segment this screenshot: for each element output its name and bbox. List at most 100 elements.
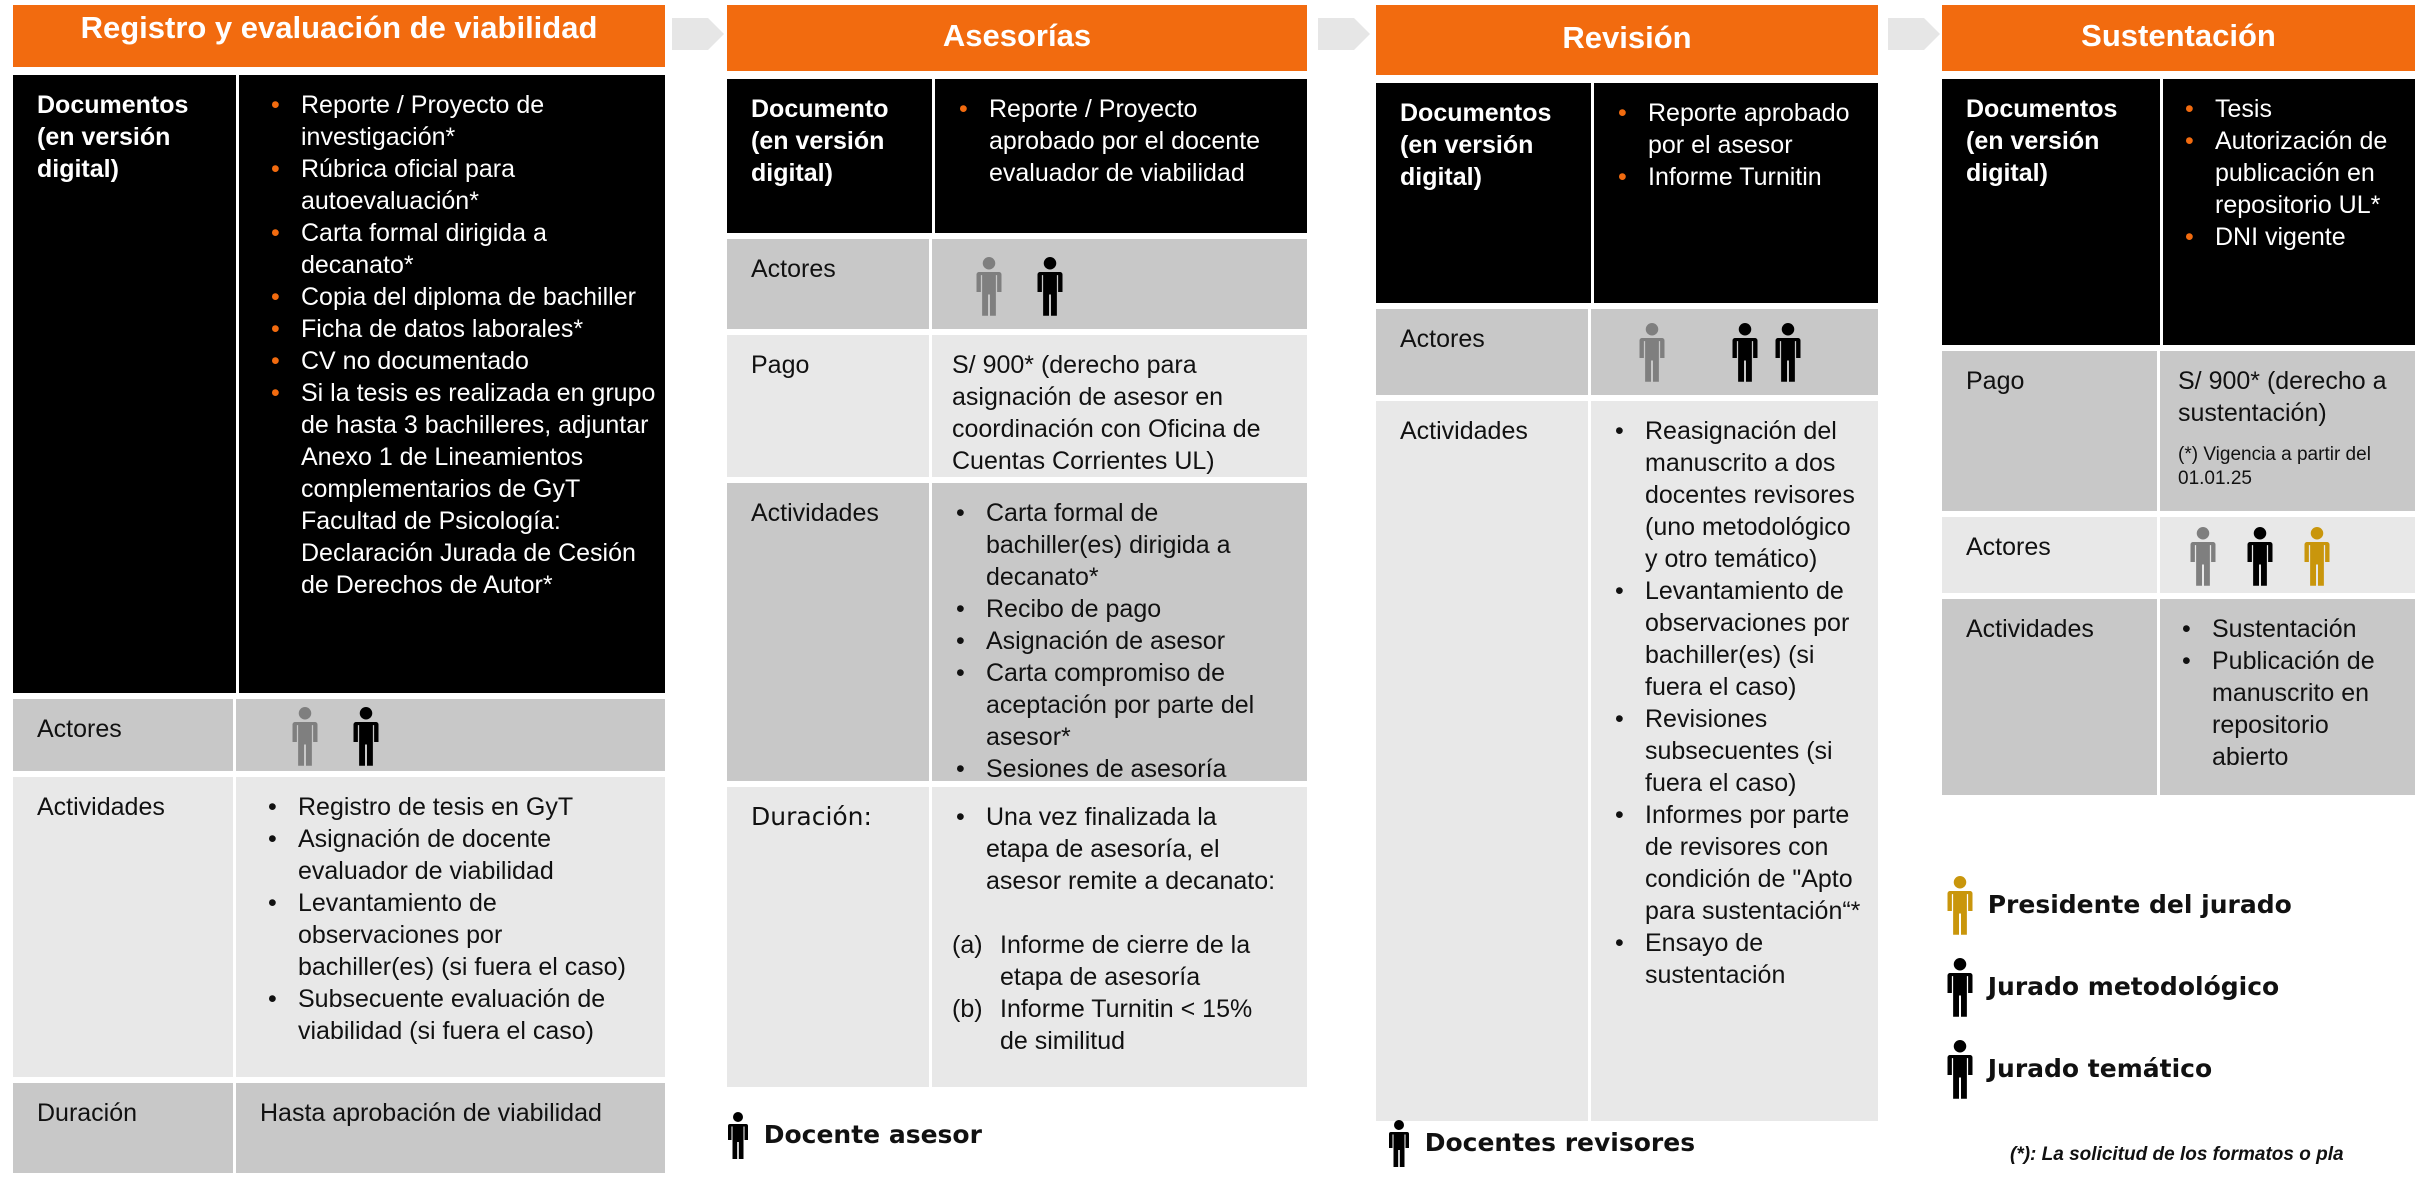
activities-list: Sustentación Publicación de manuscrito e… <box>2160 599 2415 795</box>
payment-value: S/ 900* (derecho a sustentación) (*) Vig… <box>2160 351 2415 511</box>
actors-icons <box>1591 309 1878 395</box>
item-text: Informe Turnitin < 15% de similitud <box>1000 995 1253 1055</box>
column-title: Sustentación <box>1942 5 2415 71</box>
actors-label: Actores <box>13 699 233 771</box>
activities-row: Actividades Reasignación del manuscrito … <box>1376 401 1878 1121</box>
list-item: Tesis <box>2181 93 2405 125</box>
activities-row: Actividades Registro de tesis en GyT Asi… <box>13 777 665 1077</box>
actors-icons <box>236 699 665 771</box>
list-item: Reporte / Proyecto de investigación* <box>267 89 657 153</box>
person-black-icon <box>353 707 379 767</box>
person-black-icon <box>1388 1120 1410 1168</box>
actors-row: Actores <box>13 699 665 771</box>
payment-note: (*) Vigencia a partir del 01.01.25 <box>2178 444 2371 489</box>
arrow-3 <box>1888 18 1940 50</box>
activities-label: Actividades <box>727 483 929 781</box>
legend-label: Presidente del jurado <box>1987 890 2292 919</box>
activities-list: Registro de tesis en GyT Asignación de d… <box>236 777 665 1077</box>
list-item: Informe Turnitin <box>1614 161 1854 193</box>
column-registro: Registro y evaluación de viabilidad Docu… <box>13 5 665 1179</box>
list-item: Levantamiento de observaciones por bachi… <box>1611 575 1862 703</box>
list-item: Copia del diploma de bachiller <box>267 281 657 313</box>
column-title: Asesorías <box>727 5 1307 71</box>
list-item: Publicación de manuscrito en repositorio… <box>2178 645 2407 773</box>
person-gray-icon <box>292 707 318 767</box>
list-item: Carta formal de bachiller(es) dirigida a… <box>952 497 1283 593</box>
payment-value: S/ 900* (derecho para asignación de ases… <box>932 335 1307 477</box>
activities-label: Actividades <box>1942 599 2157 795</box>
arrow-1 <box>672 18 724 50</box>
person-gray-icon <box>2190 527 2216 587</box>
list-item: Reasignación del manuscrito a dos docent… <box>1611 415 1862 575</box>
duration-row: Duración Hasta aprobación de viabilidad <box>13 1083 665 1173</box>
list-item: Levantamiento de observaciones por bachi… <box>264 887 641 983</box>
footer-label: Docentes revisores <box>1424 1128 1696 1157</box>
actors-label: Actores <box>1942 517 2157 593</box>
payment-label: Pago <box>727 335 929 477</box>
list-item: Asignación de asesor <box>952 625 1283 657</box>
item-text: Informe de cierre de la etapa de asesorí… <box>1000 931 1251 991</box>
actors-icons <box>932 239 1307 329</box>
list-item: Ensayo de sustentación <box>1611 927 1862 991</box>
documents-row: Documentos (en versión digital) Tesis Au… <box>1942 79 2415 345</box>
list-item: Revisiones subsecuentes (si fuera el cas… <box>1611 703 1862 799</box>
documents-list: Reporte aprobado por el asesor Informe T… <box>1591 83 1878 303</box>
person-black-icon <box>727 1112 749 1160</box>
payment-text: S/ 900* (derecho a sustentación) <box>2178 367 2387 427</box>
list-item: Autorización de publicación en repositor… <box>2181 125 2405 221</box>
list-item: Ficha de datos laborales* <box>267 313 657 345</box>
documents-list: Tesis Autorización de publicación en rep… <box>2160 79 2415 345</box>
documents-row: Documentos (en versión digital) Reporte … <box>13 75 665 693</box>
documents-list: Reporte / Proyecto de investigación* Rúb… <box>236 75 665 693</box>
column-title: Registro y evaluación de viabilidad <box>13 5 665 67</box>
item-marker: (b) <box>952 995 983 1023</box>
list-item: Reporte / Proyecto aprobado por el docen… <box>955 93 1283 189</box>
arrow-2 <box>1318 18 1370 50</box>
list-item: (b) Informe Turnitin < 15% de similitud <box>952 993 1283 1057</box>
list-item: (a) Informe de cierre de la etapa de ases… <box>952 929 1283 993</box>
list-item: Informes por parte de revisores con cond… <box>1611 799 1862 927</box>
actors-row: Actores <box>727 239 1307 329</box>
legend-label: Jurado temático <box>1987 1054 2213 1083</box>
actors-icons <box>2160 517 2415 593</box>
person-black-icon <box>1947 958 1973 1018</box>
documents-label: Documentos (en versión digital) <box>37 91 189 183</box>
legend-methodological: Jurado metodológico <box>1947 958 2279 1018</box>
list-item: Subsecuente evaluación de viabilidad (si… <box>264 983 641 1047</box>
activities-list: Carta formal de bachiller(es) dirigida a… <box>932 483 1307 785</box>
column-asesorias: Asesorías Documento (en versión digital)… <box>727 5 1307 1093</box>
duration-row: Duración: Una vez finalizada la etapa de… <box>727 787 1307 1087</box>
person-black-icon <box>1947 1040 1973 1100</box>
payment-label: Pago <box>1942 351 2157 511</box>
documents-label: Documentos (en versión digital) <box>1966 95 2118 187</box>
list-item: Asignación de docente evaluador de viabi… <box>264 823 641 887</box>
person-gold-icon <box>2304 527 2330 587</box>
documents-list: Reporte / Proyecto aprobado por el docen… <box>932 79 1307 233</box>
list-item: Recibo de pago <box>952 593 1283 625</box>
payment-row: Pago S/ 900* (derecho para asignación de… <box>727 335 1307 477</box>
item-marker: (a) <box>952 931 983 959</box>
duration-list: Una vez finalizada la etapa de asesoría,… <box>932 787 1307 1087</box>
actors-row: Actores <box>1942 517 2415 593</box>
column-revision: Revisión Documentos (en versión digital)… <box>1376 5 1878 1127</box>
list-item: Si la tesis es realizada en grupo de has… <box>267 377 657 601</box>
activities-label: Actividades <box>1376 401 1588 1121</box>
person-black-icon <box>1732 323 1758 383</box>
column-sustentacion: Sustentación Documentos (en versión digi… <box>1942 5 2415 801</box>
footer-label: Docente asesor <box>763 1120 982 1149</box>
list-item: Sesiones de asesoría <box>952 753 1283 785</box>
person-gray-icon <box>976 257 1002 317</box>
legend-label: Jurado metodológico <box>1987 972 2280 1001</box>
list-item: Registro de tesis en GyT <box>264 791 641 823</box>
list-item: DNI vigente <box>2181 221 2405 253</box>
activities-row: Actividades Carta formal de bachiller(es… <box>727 483 1307 785</box>
list-item: Sustentación <box>2178 613 2407 645</box>
list-item: Rúbrica oficial para autoevaluación* <box>267 153 657 217</box>
person-gray-icon <box>1639 323 1665 383</box>
duration-label: Duración: <box>727 787 929 1087</box>
actors-row: Actores <box>1376 309 1878 395</box>
activities-list: Reasignación del manuscrito a dos docent… <box>1591 401 1878 1121</box>
actors-label: Actores <box>1376 309 1588 395</box>
person-black-icon <box>1775 323 1801 383</box>
documents-row: Documentos (en versión digital) Reporte … <box>1376 83 1878 303</box>
